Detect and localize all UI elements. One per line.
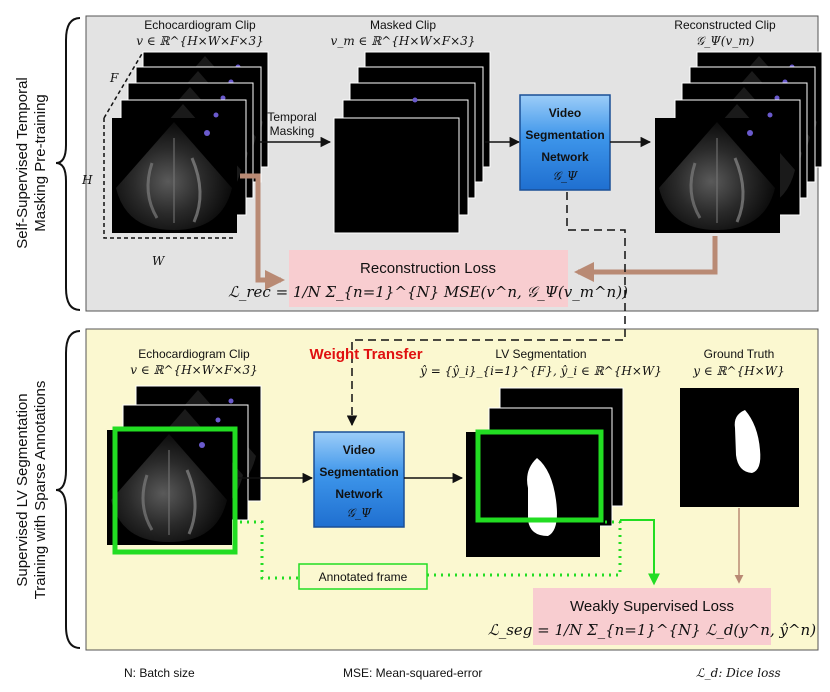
bottom-brace (55, 330, 81, 649)
top-network-symbol: 𝒢_Ψ (552, 169, 578, 183)
dim-w-label: W (152, 254, 166, 268)
supervised-section-label: Supervised LV Segmentation (14, 393, 31, 586)
bottom-network-label-2: Segmentation (319, 465, 398, 479)
reconstruction-loss-box (289, 250, 568, 307)
bottom-network-label-3: Network (335, 487, 383, 501)
bottom-echo-title: Echocardiogram Clip (138, 347, 250, 361)
bottom-echo-formula: v ∈ ℝ^{H×W×F×3} (130, 363, 258, 377)
segmentation-formula: ŷ = {ŷ_i}_{i=1}^{F}, ŷ_i ∈ ℝ^{H×W} (419, 364, 662, 378)
temporal-label-2: Masking (270, 124, 315, 138)
segmentation-title: LV Segmentation (495, 347, 586, 361)
annotated-frame-label: Annotated frame (319, 570, 408, 584)
weakly-supervised-loss-box (533, 588, 771, 645)
ground-truth-mask (680, 388, 799, 507)
top-network-label-2: Segmentation (525, 128, 604, 142)
top-network-label-3: Network (541, 150, 589, 164)
recon-to-loss-arrow (574, 236, 718, 282)
weakly-supervised-loss-formula: ℒ_seg = 1/N Σ_{n=1}^{N} ℒ_d(y^n, ŷ^n) (488, 621, 816, 639)
bottom-network-label-1: Video (343, 443, 375, 457)
lv-segmentation-stack (466, 387, 624, 557)
weakly-supervised-loss-title: Weakly Supervised Loss (570, 598, 734, 615)
top-brace (55, 17, 81, 311)
annotated-frame-highlight (112, 426, 238, 555)
bottom-network-symbol: 𝒢_Ψ (346, 506, 372, 520)
clip-dimension-lines (103, 51, 234, 239)
top-echo-formula: v ∈ ℝ^{H×W×F×3} (136, 34, 264, 48)
input-to-loss-arrow (240, 173, 285, 290)
footer-mse: MSE: Mean-squared-error (343, 666, 482, 680)
dim-h-label: H (81, 173, 93, 187)
annotated-frame-box (298, 563, 428, 590)
footer-dice: ℒ_d: Dice loss (696, 666, 781, 680)
pretraining-section-label-2: Masking Pre-training (32, 94, 49, 232)
reconstruction-loss-formula: ℒ_rec = 1/N Σ_{n=1}^{N} MSE(v^n, 𝒢_Ψ(v_m… (228, 283, 628, 301)
bottom-network-block: Video Segmentation Network 𝒢_Ψ (313, 431, 405, 528)
weight-transfer-label: Weight Transfer (309, 346, 422, 363)
reconstruction-loss-title: Reconstruction Loss (360, 260, 496, 277)
top-network-label-1: Video (549, 106, 581, 120)
pretraining-section-label: Self-Supervised Temporal (14, 77, 31, 248)
footer-batch-size: N: Batch size (124, 666, 195, 680)
bottom-echo-clip-stack (105, 385, 262, 555)
annotated-to-loss-arrow (620, 519, 660, 586)
temporal-label-1: Temporal (267, 110, 316, 124)
top-echo-title: Echocardiogram Clip (144, 18, 256, 32)
ground-truth-formula: y ∈ ℝ^{H×W} (692, 364, 784, 378)
supervised-section-label-2: Training with Sparse Annotations (32, 381, 49, 600)
dim-f-label: F (109, 71, 119, 85)
top-network-block: Video Segmentation Network 𝒢_Ψ (519, 94, 611, 191)
masked-clip-title: Masked Clip (370, 18, 436, 32)
recon-clip-formula: 𝒢_Ψ(v_m) (696, 34, 755, 48)
masked-clip-stack (333, 51, 491, 234)
annotated-dotted-left (240, 520, 299, 580)
recon-clip-title: Reconstructed Clip (674, 18, 776, 32)
weight-transfer-path (346, 192, 626, 427)
masked-clip-formula: v_m ∈ ℝ^{H×W×F×3} (331, 34, 476, 48)
ground-truth-title: Ground Truth (704, 347, 775, 361)
